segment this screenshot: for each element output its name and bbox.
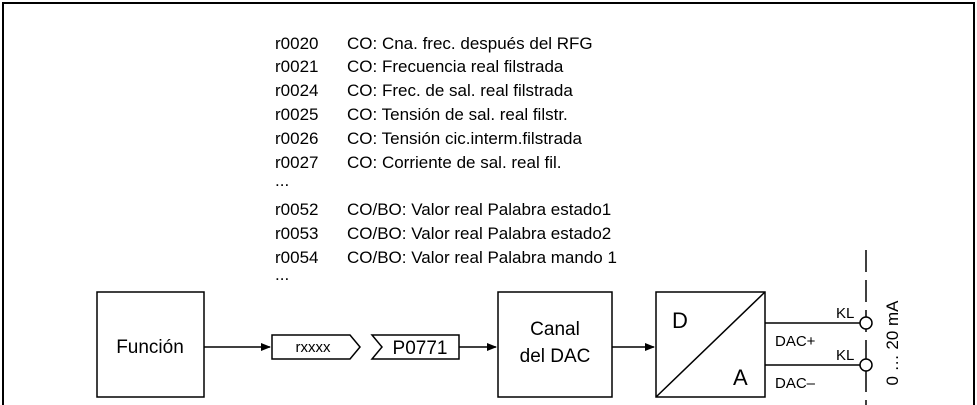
- param-ellipsis: ...: [275, 265, 289, 284]
- param-code: r0025: [275, 105, 318, 124]
- function-block: [96, 291, 205, 398]
- parameter-list: r0020 CO: Cna. frec. después del RFG r00…: [275, 34, 617, 284]
- param-code: r0024: [275, 81, 318, 100]
- terminal-kl-bottom-label: KL: [836, 347, 854, 364]
- terminal-kl-top-label: KL: [836, 305, 854, 322]
- param-code: r0026: [275, 129, 318, 148]
- dac-minus-label: DAC–: [775, 375, 816, 392]
- sink-connector: [370, 334, 460, 360]
- param-desc: CO: Tensión de sal. real filstr.: [347, 105, 568, 124]
- param-desc: CO/BO: Valor real Palabra estado2: [347, 224, 611, 243]
- terminal-top: [859, 316, 873, 330]
- dac-channel-label-line1: Canal: [530, 319, 580, 340]
- param-code: r0020: [275, 34, 318, 53]
- dac-channel-block: [497, 291, 613, 398]
- param-code: r0052: [275, 200, 318, 219]
- param-desc: CO: Cna. frec. después del RFG: [347, 34, 593, 53]
- param-ellipsis: ...: [275, 171, 289, 190]
- function-label: Función: [116, 337, 184, 358]
- converter-diagonal: [655, 291, 766, 398]
- converter-d-label: D: [672, 308, 688, 333]
- dac-channel-label-line2: del DAC: [520, 346, 591, 367]
- param-desc: CO/BO: Valor real Palabra mando 1: [347, 248, 617, 267]
- param-code: r0053: [275, 224, 318, 243]
- param-code: r0054: [275, 248, 318, 267]
- source-param-label: rxxxx: [296, 339, 331, 356]
- terminal-bottom: [859, 358, 873, 372]
- param-desc: CO: Frec. de sal. real filstrada: [347, 81, 573, 100]
- source-connector: [271, 334, 361, 360]
- dac-plus-label: DAC+: [775, 333, 816, 350]
- param-code: r0021: [275, 57, 318, 76]
- current-range-label: 0 … 20 mA: [883, 300, 902, 386]
- param-code: r0027: [275, 153, 318, 172]
- param-desc: CO: Tensión cic.interm.filstrada: [347, 129, 582, 148]
- param-desc: CO: Frecuencia real filstrada: [347, 57, 564, 76]
- converter-a-label: A: [733, 365, 748, 390]
- sink-param-label: P0771: [393, 338, 448, 359]
- param-desc: CO/BO: Valor real Palabra estado1: [347, 200, 611, 219]
- param-desc: CO: Corriente de sal. real fil.: [347, 153, 561, 172]
